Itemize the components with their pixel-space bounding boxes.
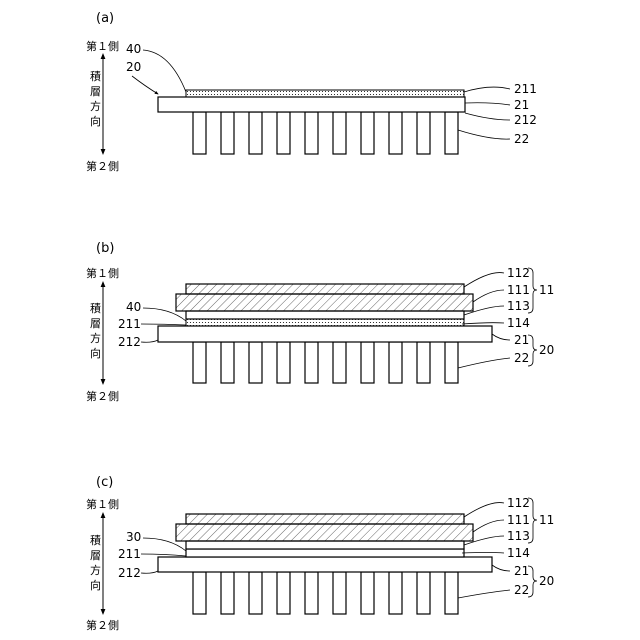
- ref-label-40: 40: [126, 42, 141, 56]
- layer-112: [186, 514, 464, 524]
- ref-label-20: 20: [126, 60, 141, 74]
- side-first-label: 第１側: [86, 266, 119, 280]
- bonding-layer-40: [186, 90, 464, 97]
- panel-label: (b): [96, 241, 114, 256]
- layer-113: [186, 311, 464, 319]
- leader-line: [458, 358, 510, 368]
- ref-label-21: 21: [514, 98, 529, 112]
- ref-label-114: 114: [507, 546, 530, 560]
- leader-line: [464, 503, 504, 517]
- group-label-11: 11: [539, 513, 554, 527]
- brace-20: [528, 335, 537, 366]
- ref-label-22: 22: [514, 583, 529, 597]
- ref-label-212: 212: [514, 113, 537, 127]
- leader-line: [141, 554, 186, 556]
- group-label-11: 11: [539, 283, 554, 297]
- fins-22: [193, 342, 458, 383]
- side-first-label: 第１側: [86, 497, 119, 511]
- bonding-layer-30: [186, 549, 464, 557]
- leader-line: [464, 87, 510, 92]
- ref-label-211: 211: [118, 547, 141, 561]
- ref-label-40: 40: [126, 300, 141, 314]
- panel-b: (b) 第１側 積 層 方 向 第２側 40 211 212: [86, 241, 554, 403]
- layer-111: [176, 524, 473, 541]
- side-first-label: 第１側: [86, 39, 119, 53]
- leader-line: [462, 553, 504, 554]
- ref-label-30: 30: [126, 530, 141, 544]
- stack-direction-char: 向: [90, 578, 101, 592]
- leader-line: [141, 571, 158, 573]
- ref-label-22: 22: [514, 132, 529, 146]
- stack-direction-char: 方: [90, 331, 101, 345]
- stack-direction-char: 積: [90, 301, 101, 315]
- stack-direction-char: 層: [90, 549, 101, 562]
- leader-line: [464, 273, 504, 287]
- group-label-20: 20: [539, 343, 554, 357]
- base-plate-21: [158, 557, 492, 572]
- panel-label: (c): [96, 475, 113, 490]
- ref-label-21: 21: [514, 333, 529, 347]
- base-plate-21: [158, 97, 465, 112]
- brace-20: [528, 566, 537, 597]
- bonding-layer-40: [186, 319, 464, 326]
- stack-direction-char: 向: [90, 114, 101, 128]
- ref-label-211: 211: [514, 82, 537, 96]
- panel-label: (a): [96, 11, 114, 26]
- fins-22: [193, 112, 458, 154]
- leader-line: [458, 130, 510, 139]
- leader-line: [141, 324, 186, 325]
- leader-line: [465, 113, 510, 120]
- leader-line: [473, 520, 504, 532]
- leader-arrow: [132, 76, 158, 94]
- leader-line: [458, 590, 510, 598]
- ref-label-112: 112: [507, 266, 530, 280]
- group-label-20: 20: [539, 574, 554, 588]
- ref-label-111: 111: [507, 513, 530, 527]
- leader-line: [462, 323, 504, 324]
- ref-label-212: 212: [118, 566, 141, 580]
- base-plate-21: [158, 326, 492, 342]
- leader-line: [141, 340, 158, 342]
- layer-112: [186, 284, 464, 294]
- leader-line: [492, 565, 510, 571]
- side-second-label: 第２側: [86, 618, 119, 632]
- ref-label-113: 113: [507, 529, 530, 543]
- layer-111: [176, 294, 473, 311]
- fins-22: [193, 572, 458, 614]
- side-second-label: 第２側: [86, 389, 119, 403]
- ref-label-111: 111: [507, 283, 530, 297]
- leader-line: [473, 290, 504, 302]
- stack-direction-char: 積: [90, 533, 101, 547]
- stack-direction-char: 方: [90, 99, 101, 113]
- ref-label-112: 112: [507, 496, 530, 510]
- layer-113: [186, 541, 464, 549]
- ref-label-113: 113: [507, 299, 530, 313]
- stack-direction-char: 向: [90, 346, 101, 360]
- ref-label-211: 211: [118, 317, 141, 331]
- stack-direction-char: 積: [90, 69, 101, 83]
- panel-a: (a) 第１側 積 層 方 向 第２側 40 20: [86, 11, 537, 173]
- side-second-label: 第２側: [86, 159, 119, 173]
- panel-c: (c) 第１側 積 層 方 向 第２側 30 211 212: [86, 475, 554, 632]
- leader-line: [492, 334, 510, 340]
- ref-label-21: 21: [514, 564, 529, 578]
- ref-label-22: 22: [514, 351, 529, 365]
- leader-line: [465, 103, 510, 105]
- leader-line: [143, 50, 186, 92]
- ref-label-114: 114: [507, 316, 530, 330]
- stack-direction-char: 層: [90, 85, 101, 98]
- stack-direction-char: 層: [90, 317, 101, 330]
- stack-direction-char: 方: [90, 563, 101, 577]
- ref-label-212: 212: [118, 335, 141, 349]
